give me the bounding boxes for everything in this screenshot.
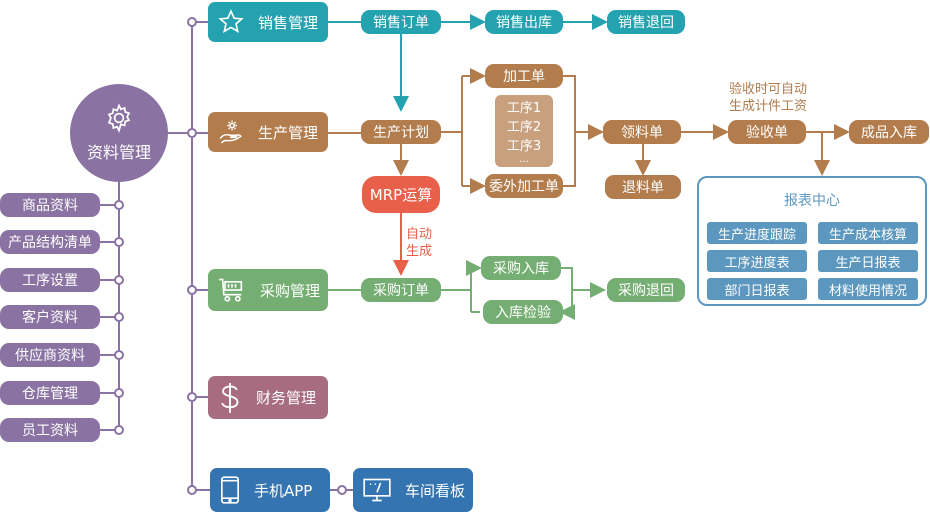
report-item-label: 生产日报表 bbox=[835, 255, 901, 271]
sales-order[interactable]: 销售订单 bbox=[361, 10, 441, 34]
master-item[interactable]: 工序设置 bbox=[0, 268, 100, 292]
sales-return[interactable]: 销售退回 bbox=[607, 10, 685, 34]
gear-icon bbox=[107, 103, 131, 133]
master-item-label: 供应商资料 bbox=[15, 348, 85, 364]
material-requisition[interactable]: 领料单 bbox=[603, 120, 681, 144]
cart-icon bbox=[219, 278, 243, 302]
production-plan-label: 生产计划 bbox=[373, 125, 429, 141]
root-label: 资料管理 bbox=[86, 143, 151, 162]
master-item[interactable]: 客户资料 bbox=[0, 305, 100, 329]
dollar-icon bbox=[221, 382, 239, 413]
report-item-label: 部门日报表 bbox=[724, 283, 790, 299]
purchase-order[interactable]: 采购订单 bbox=[361, 278, 441, 302]
process-item: 工序1 bbox=[506, 100, 542, 116]
finance-module[interactable]: 财务管理 bbox=[208, 376, 328, 419]
process-item: 工序2 bbox=[506, 119, 542, 135]
process-item: 工序3 bbox=[506, 138, 542, 154]
purchase-receipt-label: 采购入库 bbox=[493, 261, 549, 277]
report-item[interactable]: 部门日报表 bbox=[707, 278, 807, 300]
mrp-note-line: 生成 bbox=[405, 244, 432, 259]
outsource-order-label: 委外加工单 bbox=[489, 179, 559, 195]
report-item-label: 生产进度跟踪 bbox=[717, 227, 796, 243]
master-item[interactable]: 商品资料 bbox=[0, 193, 100, 217]
finance-module-label: 财务管理 bbox=[256, 389, 317, 407]
work-order[interactable]: 加工单 bbox=[485, 64, 563, 88]
process-list: 工序1 工序2 工序3 ... bbox=[495, 95, 553, 167]
outsource-order[interactable]: 委外加工单 bbox=[485, 174, 563, 198]
material-requisition-label: 领料单 bbox=[621, 125, 663, 141]
receipt-inspection-label: 入库检验 bbox=[495, 305, 551, 321]
mrp-calculation[interactable]: MRP运算 bbox=[362, 176, 440, 213]
workshop-kanban-module[interactable]: 车间看板 bbox=[353, 468, 473, 512]
acceptance-note-line: 验收时可自动 bbox=[728, 82, 807, 97]
master-item-label: 工序设置 bbox=[22, 273, 78, 289]
master-item-label: 客户资料 bbox=[22, 310, 78, 326]
material-return[interactable]: 退料单 bbox=[605, 175, 681, 199]
master-item[interactable]: 仓库管理 bbox=[0, 381, 100, 405]
workshop-kanban-label: 车间看板 bbox=[405, 481, 466, 500]
mobile-app-module[interactable]: 手机APP bbox=[210, 468, 330, 512]
acceptance-order-label: 验收单 bbox=[746, 125, 788, 141]
report-center: 报表中心 生产进度跟踪 生产成本核算 工序进度表 生产日报表 部门日报表 材料使… bbox=[697, 176, 927, 306]
report-item-label: 工序进度表 bbox=[724, 255, 790, 271]
work-order-label: 加工单 bbox=[503, 69, 545, 85]
material-return-label: 退料单 bbox=[622, 180, 664, 196]
finished-goods-receipt[interactable]: 成品入库 bbox=[849, 120, 929, 144]
purchase-order-label: 采购订单 bbox=[373, 283, 429, 299]
sales-module[interactable]: 销售管理 bbox=[208, 2, 328, 42]
acceptance-order[interactable]: 验收单 bbox=[728, 120, 806, 144]
master-item-label: 仓库管理 bbox=[22, 386, 78, 402]
monitor-icon bbox=[363, 478, 391, 502]
purchase-return-label: 采购退回 bbox=[618, 283, 674, 299]
star-icon bbox=[218, 9, 244, 33]
sales-order-label: 销售订单 bbox=[373, 15, 429, 31]
finished-goods-label: 成品入库 bbox=[861, 125, 917, 141]
acceptance-note: 验收时可自动 生成计件工资 bbox=[718, 81, 818, 115]
hand-gear-icon bbox=[219, 120, 242, 144]
production-module[interactable]: 生产管理 bbox=[208, 112, 328, 152]
purchase-module[interactable]: 采购管理 bbox=[208, 269, 328, 311]
mrp-note: 自动 生成 bbox=[404, 226, 434, 260]
root-node-master-data[interactable]: 资料管理 bbox=[70, 84, 168, 182]
master-item[interactable]: 供应商资料 bbox=[0, 343, 100, 367]
sales-delivery-label: 销售出库 bbox=[496, 15, 552, 31]
master-item[interactable]: 员工资料 bbox=[0, 418, 100, 442]
master-item-label: 商品资料 bbox=[22, 198, 78, 214]
purchase-return[interactable]: 采购退回 bbox=[607, 278, 685, 302]
sales-return-label: 销售退回 bbox=[618, 15, 674, 31]
report-item[interactable]: 生产成本核算 bbox=[818, 222, 918, 244]
sales-delivery[interactable]: 销售出库 bbox=[485, 10, 563, 34]
report-item-label: 生产成本核算 bbox=[828, 227, 907, 243]
report-center-title: 报表中心 bbox=[784, 193, 840, 209]
master-item-label: 产品结构清单 bbox=[8, 235, 92, 251]
mrp-note-line: 自动 bbox=[405, 227, 432, 242]
purchase-module-label: 采购管理 bbox=[260, 281, 321, 300]
mrp-label: MRP运算 bbox=[369, 186, 433, 204]
mobile-app-label: 手机APP bbox=[254, 481, 313, 500]
production-plan[interactable]: 生产计划 bbox=[361, 120, 441, 144]
sales-module-label: 销售管理 bbox=[258, 13, 319, 32]
report-item[interactable]: 生产进度跟踪 bbox=[707, 222, 807, 244]
receipt-inspection[interactable]: 入库检验 bbox=[483, 300, 563, 324]
purchase-receipt[interactable]: 采购入库 bbox=[481, 256, 561, 280]
master-item-label: 员工资料 bbox=[22, 423, 78, 439]
report-item[interactable]: 材料使用情况 bbox=[818, 278, 918, 300]
report-item[interactable]: 生产日报表 bbox=[818, 250, 918, 272]
tablet-icon bbox=[221, 476, 239, 504]
acceptance-note-line: 生成计件工资 bbox=[728, 99, 807, 114]
report-item-label: 材料使用情况 bbox=[828, 283, 907, 299]
report-item[interactable]: 工序进度表 bbox=[707, 250, 807, 272]
process-item: ... bbox=[519, 153, 529, 165]
master-item[interactable]: 产品结构清单 bbox=[0, 230, 100, 254]
production-module-label: 生产管理 bbox=[258, 123, 319, 142]
